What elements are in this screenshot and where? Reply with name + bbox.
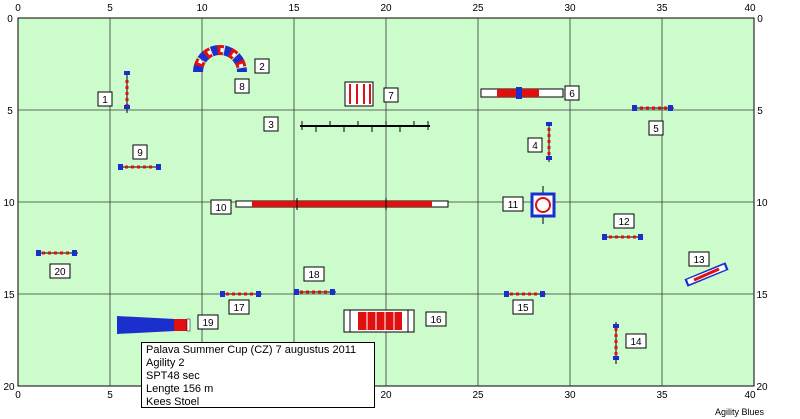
svg-text:17: 17 bbox=[233, 303, 245, 314]
svg-text:9: 9 bbox=[137, 148, 143, 159]
x-tick-label: 0 bbox=[15, 3, 21, 14]
x-tick-label: 0 bbox=[15, 390, 21, 401]
y-tick-label: 10 bbox=[756, 198, 768, 209]
y-tick-label: 0 bbox=[757, 14, 763, 25]
course-info-box: Palava Summer Cup (CZ) 7 augustus 2011 A… bbox=[141, 342, 375, 408]
x-tick-label: 35 bbox=[656, 390, 668, 401]
svg-text:3: 3 bbox=[268, 120, 274, 131]
svg-text:15: 15 bbox=[517, 303, 529, 314]
svg-text:5: 5 bbox=[653, 124, 659, 135]
obstacle-7-fence bbox=[344, 81, 374, 107]
x-axis-bottom: 0 5 10 15 20 25 30 35 40 bbox=[15, 390, 756, 401]
number-label-2: 2 bbox=[254, 58, 270, 74]
svg-text:12: 12 bbox=[618, 217, 630, 228]
svg-text:1: 1 bbox=[102, 95, 108, 106]
obstacle-12-jump bbox=[602, 234, 643, 240]
number-label-9: 9 bbox=[132, 144, 148, 160]
obstacle-13-longjump bbox=[684, 262, 729, 287]
y-tick-label: 5 bbox=[757, 106, 763, 117]
y-axis-right: 0 5 10 15 20 bbox=[756, 14, 768, 393]
x-tick-label: 10 bbox=[196, 3, 208, 14]
obstacle-11-tyre bbox=[530, 186, 556, 224]
x-tick-label: 20 bbox=[380, 390, 392, 401]
obstacle-14-jump bbox=[613, 322, 619, 364]
svg-text:13: 13 bbox=[693, 255, 705, 266]
x-tick-label: 40 bbox=[744, 390, 756, 401]
obstacle-16-aframe bbox=[343, 309, 415, 333]
number-label-3: 3 bbox=[263, 116, 279, 132]
number-label-18: 18 bbox=[303, 266, 325, 282]
number-label-19: 19 bbox=[197, 314, 219, 330]
y-axis-left: 0 5 10 15 20 bbox=[3, 14, 15, 393]
number-label-8: 8 bbox=[234, 78, 250, 94]
svg-text:4: 4 bbox=[532, 141, 538, 152]
x-tick-label: 20 bbox=[380, 3, 392, 14]
svg-text:19: 19 bbox=[202, 318, 214, 329]
x-axis-top: 0 5 10 15 20 25 30 35 40 bbox=[15, 3, 756, 14]
judge-name: Kees Stoel bbox=[146, 396, 200, 408]
obstacle-4-jump bbox=[546, 122, 552, 162]
number-label-16: 16 bbox=[425, 311, 447, 327]
svg-text:2: 2 bbox=[259, 62, 265, 73]
y-tick-label: 5 bbox=[7, 106, 13, 117]
x-tick-label: 30 bbox=[564, 390, 576, 401]
number-label-20: 20 bbox=[49, 263, 71, 279]
obstacle-5-jump bbox=[632, 105, 674, 111]
number-label-13: 13 bbox=[688, 251, 710, 267]
obstacle-2-arch bbox=[193, 45, 247, 73]
svg-text:6: 6 bbox=[569, 89, 575, 100]
y-tick-label: 0 bbox=[7, 14, 13, 25]
svg-text:11: 11 bbox=[508, 200, 519, 211]
obstacle-17-jump bbox=[220, 291, 262, 297]
svg-text:8: 8 bbox=[239, 82, 245, 93]
number-label-6: 6 bbox=[564, 85, 580, 101]
x-tick-label: 5 bbox=[107, 3, 113, 14]
number-label-17: 17 bbox=[228, 299, 250, 315]
x-tick-label: 40 bbox=[744, 3, 756, 14]
x-tick-label: 35 bbox=[656, 3, 668, 14]
obstacle-6-seesaw bbox=[480, 87, 564, 99]
x-tick-label: 25 bbox=[472, 390, 484, 401]
number-label-7: 7 bbox=[383, 87, 399, 103]
number-label-14: 14 bbox=[625, 333, 647, 349]
obstacle-19-chute bbox=[117, 316, 191, 334]
credit-label: Agility Blues bbox=[714, 407, 764, 417]
y-tick-label: 15 bbox=[756, 290, 768, 301]
y-tick-label: 10 bbox=[3, 198, 15, 209]
y-tick-label: 20 bbox=[756, 382, 768, 393]
number-label-11: 11 bbox=[502, 196, 524, 212]
course-length: Lengte 156 m bbox=[146, 383, 214, 395]
y-tick-label: 20 bbox=[3, 382, 15, 393]
obstacle-10-dogwalk bbox=[235, 198, 449, 210]
svg-text:16: 16 bbox=[430, 315, 442, 326]
svg-text:7: 7 bbox=[388, 91, 394, 102]
obstacle-20-jump bbox=[36, 250, 78, 256]
obstacle-18-jump bbox=[294, 289, 336, 295]
class-name: Agility 2 bbox=[146, 357, 185, 369]
x-tick-label: 5 bbox=[107, 390, 113, 401]
x-tick-label: 25 bbox=[472, 3, 484, 14]
svg-text:10: 10 bbox=[215, 203, 227, 214]
y-tick-label: 15 bbox=[3, 290, 15, 301]
number-label-10: 10 bbox=[210, 199, 232, 215]
svg-text:20: 20 bbox=[54, 267, 66, 278]
obstacle-9-jump bbox=[118, 164, 161, 170]
svg-text:18: 18 bbox=[308, 270, 320, 281]
number-label-5: 5 bbox=[648, 120, 664, 136]
number-label-12: 12 bbox=[613, 213, 635, 229]
number-label-1: 1 bbox=[97, 91, 113, 107]
event-title: Palava Summer Cup (CZ) 7 augustus 2011 bbox=[146, 344, 357, 356]
obstacle-3-weave bbox=[300, 121, 430, 132]
obstacle-15-jump bbox=[504, 291, 546, 297]
x-tick-label: 15 bbox=[288, 3, 300, 14]
obstacle-1-jump bbox=[124, 71, 130, 113]
number-label-15: 15 bbox=[512, 299, 534, 315]
svg-text:14: 14 bbox=[630, 337, 642, 348]
x-tick-label: 30 bbox=[564, 3, 576, 14]
number-label-4: 4 bbox=[527, 137, 543, 153]
number-labels: 1 2 3 4 5 6 7 8 9 10 11 12 13 14 15 16 1… bbox=[49, 58, 710, 349]
standard-time: SPT48 sec bbox=[146, 370, 200, 382]
